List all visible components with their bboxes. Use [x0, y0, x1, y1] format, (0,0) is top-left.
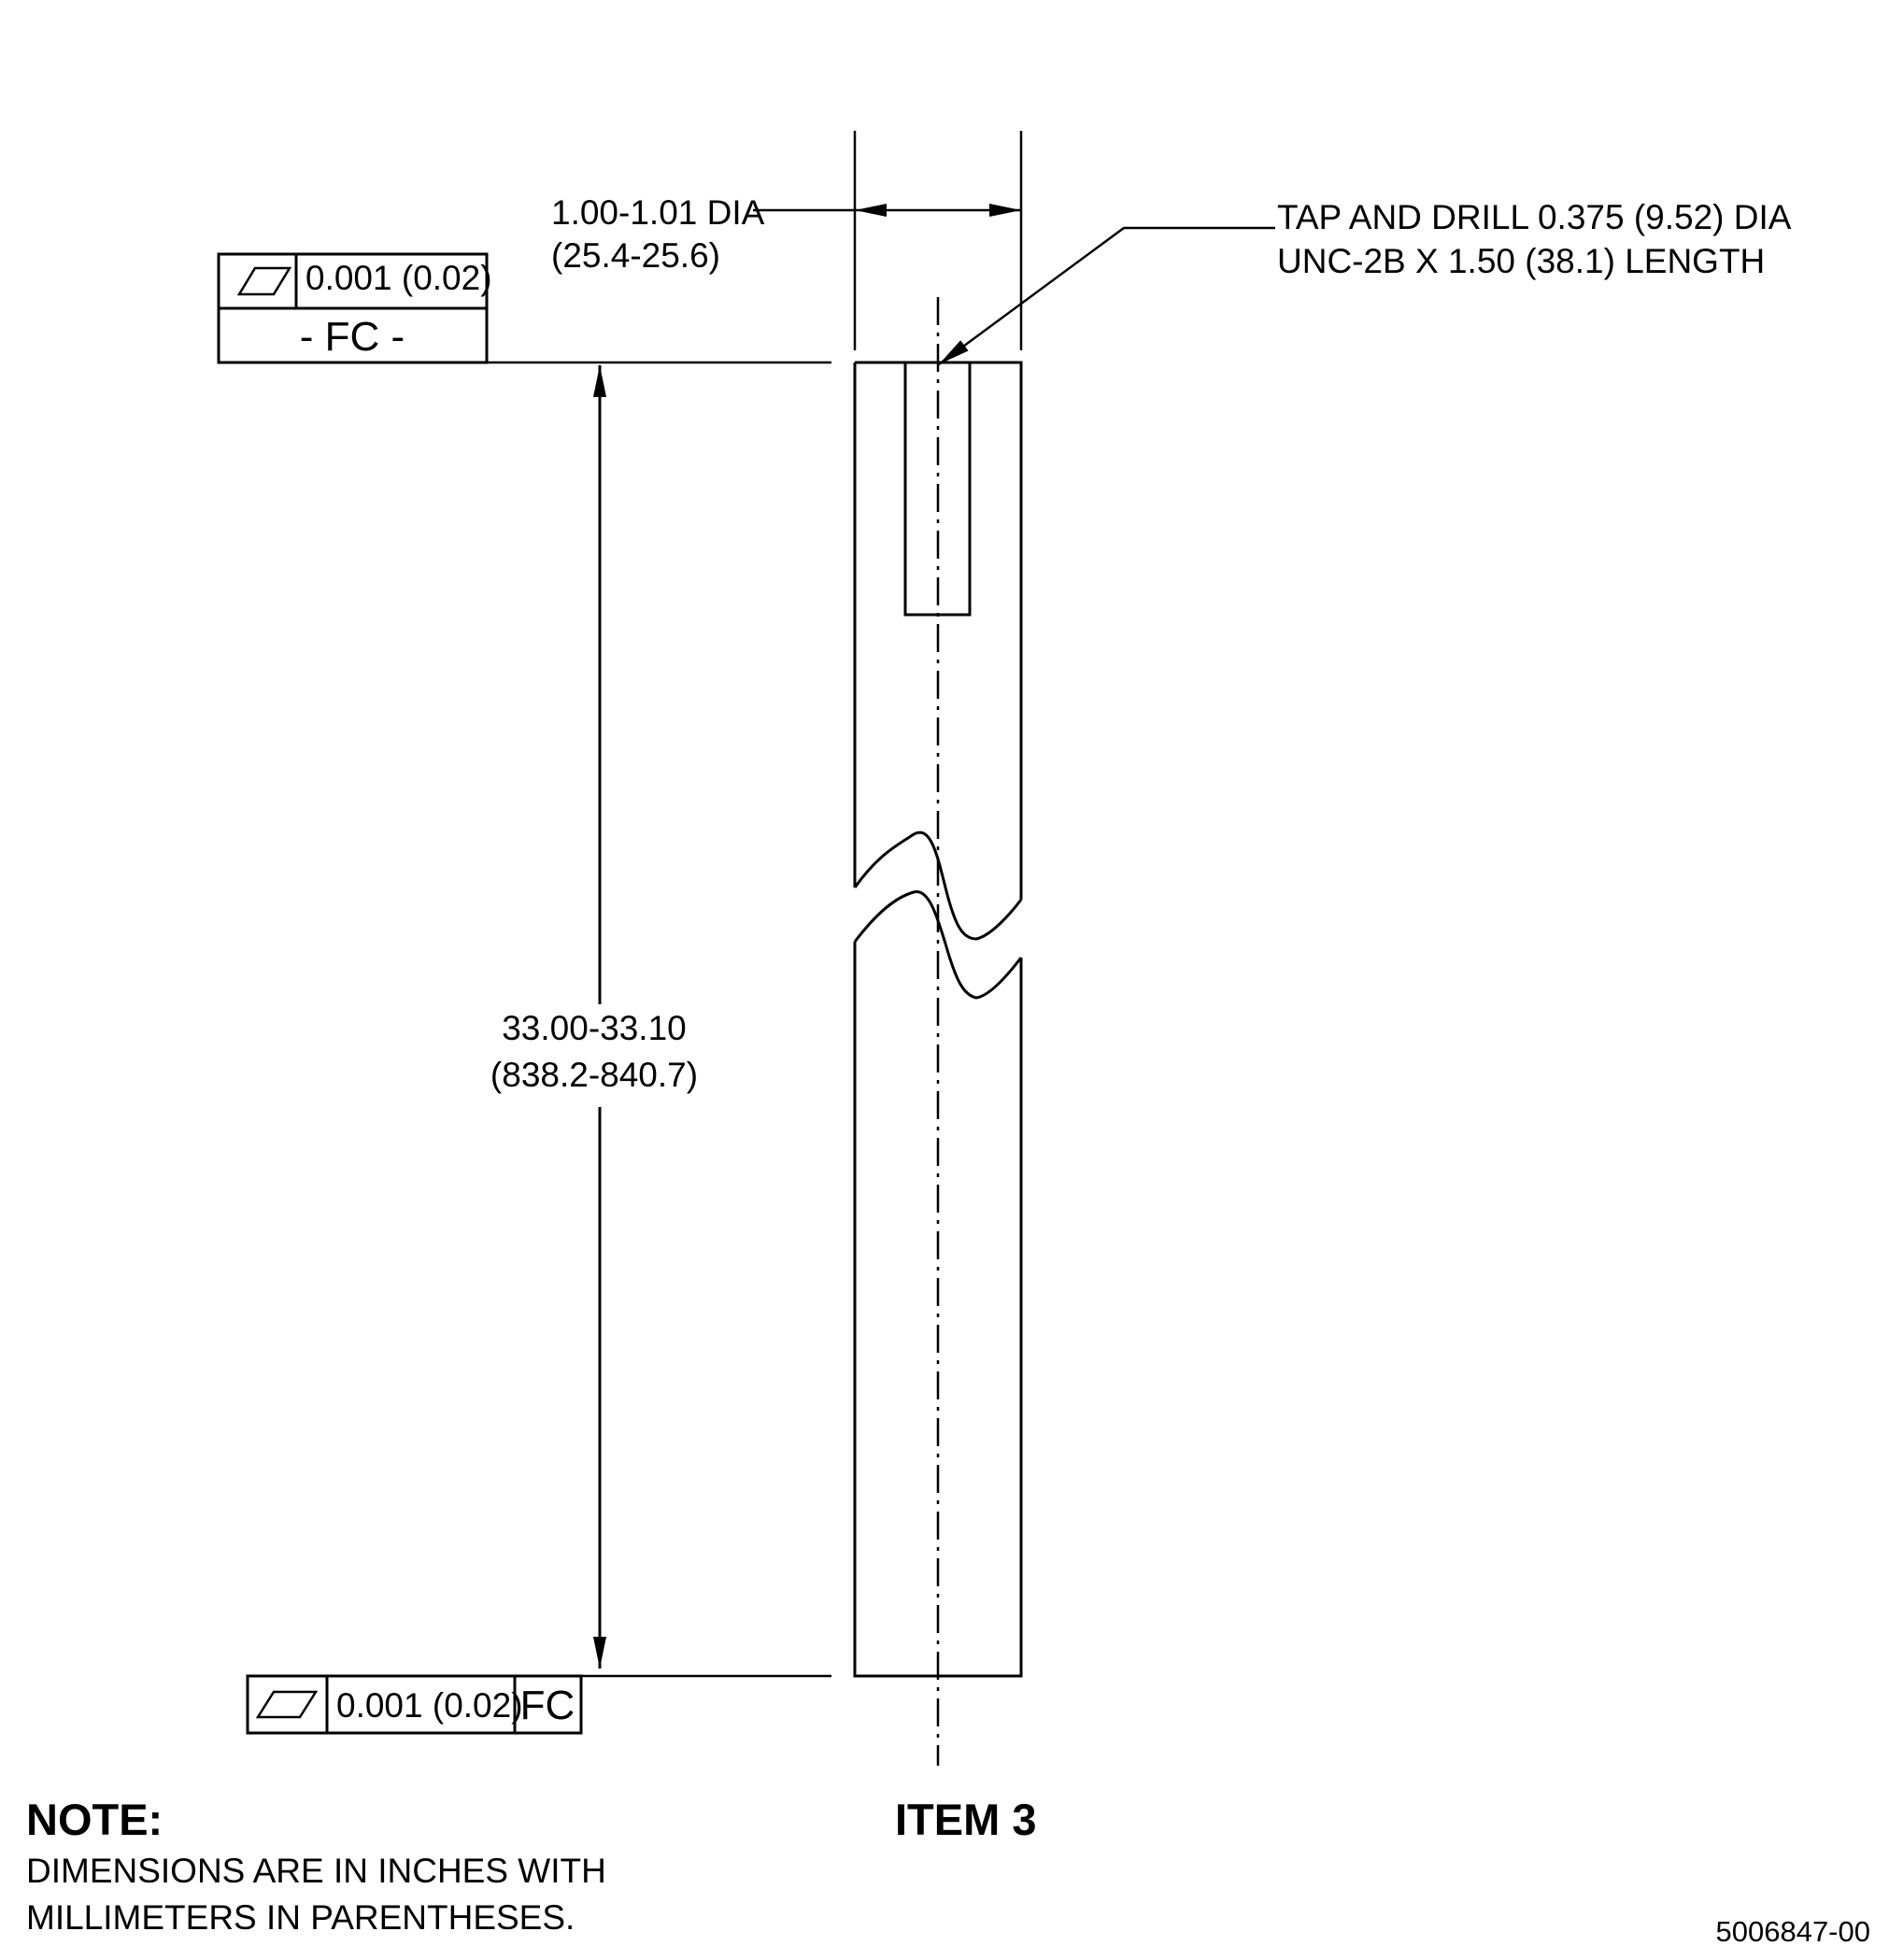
note-line1: DIMENSIONS ARE IN INCHES WITH: [26, 1852, 606, 1890]
diameter-dimension: 1.00-1.01 DIA (25.4-25.6): [551, 131, 1023, 350]
length-inch-text: 33.00-33.10: [502, 1009, 687, 1047]
break-line-lower: [853, 890, 1023, 1000]
flatness-icon: [236, 266, 292, 296]
flatness-icon: [255, 1690, 319, 1719]
length-dimension: 33.00-33.10 (838.2-840.7): [490, 365, 698, 1669]
diameter-mm-text: (25.4-25.6): [551, 236, 720, 275]
shaft-part: [853, 297, 1023, 1766]
tap-callout-line1: TAP AND DRILL 0.375 (9.52) DIA: [1277, 198, 1792, 236]
drawing-number: 5006847-00: [1716, 1915, 1871, 1948]
note-line2: MILLIMETERS IN PARENTHESES.: [26, 1898, 575, 1937]
length-mm-text: (838.2-840.7): [490, 1056, 698, 1094]
parallelism-frame-box: [246, 1674, 583, 1735]
item-label: ITEM 3: [895, 1795, 1036, 1844]
parallelism-datum-ref: FC: [520, 1683, 575, 1728]
diameter-inch-text: 1.00-1.01 DIA: [551, 193, 765, 232]
note-heading: NOTE:: [26, 1795, 163, 1844]
tap-callout-line2: UNC-2B X 1.50 (38.1) LENGTH: [1277, 242, 1765, 280]
note-block: NOTE: DIMENSIONS ARE IN INCHES WITH MILL…: [26, 1795, 606, 1937]
tap-leader-line: [938, 226, 1275, 366]
tap-drill-callout: TAP AND DRILL 0.375 (9.52) DIA UNC-2B X …: [938, 198, 1792, 366]
parallelism-frame: 0.001 (0.02) FC: [246, 1674, 831, 1735]
datum-feature-frame: 0.001 (0.02) - FC -: [217, 252, 831, 364]
datum-frame-tolerance: 0.001 (0.02): [305, 259, 492, 297]
break-line-upper: [853, 831, 1023, 941]
parallelism-tolerance: 0.001 (0.02): [336, 1686, 523, 1725]
datum-frame-label: - FC -: [300, 314, 405, 360]
